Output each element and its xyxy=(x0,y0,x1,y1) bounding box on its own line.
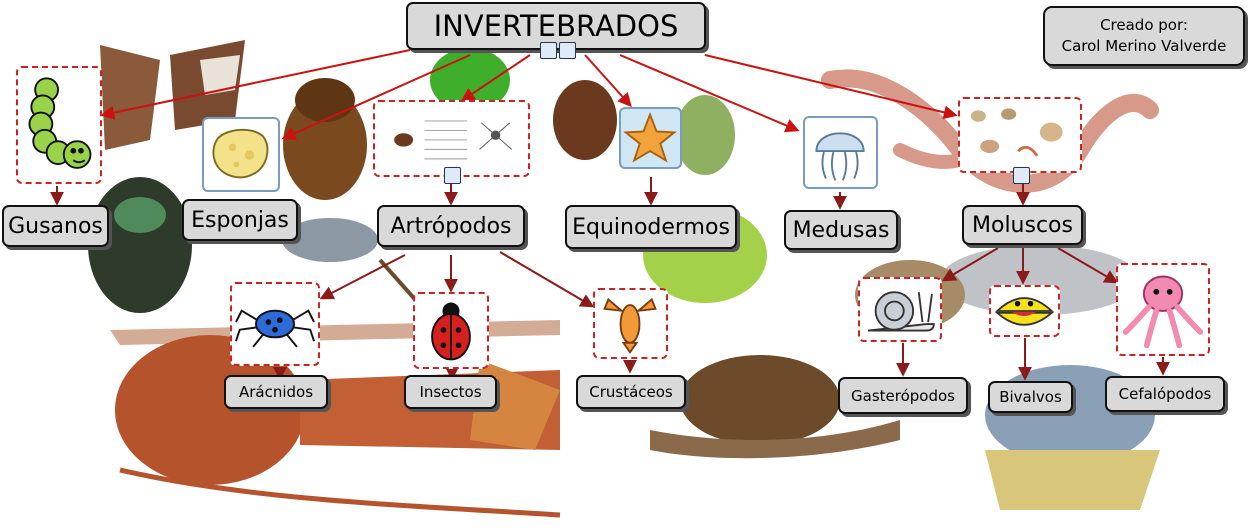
lobster-picture[interactable] xyxy=(593,288,668,359)
ladybug-picture[interactable] xyxy=(413,292,489,369)
butterfly-image xyxy=(100,40,245,150)
starfish-icon xyxy=(623,112,677,163)
title-attachment-icons[interactable] xyxy=(540,42,576,59)
insectos-node: Insectos xyxy=(404,375,497,409)
jellyfish-icon xyxy=(815,132,865,181)
brown-beetle-image xyxy=(553,80,617,160)
worm-picture[interactable] xyxy=(16,66,102,184)
gusanos-node: Gusanos xyxy=(2,205,109,247)
sponge-icon xyxy=(212,128,269,179)
equinodermos-node: Equinodermos xyxy=(565,205,737,249)
rhino-beetle-image xyxy=(283,78,367,200)
bivalvos-node: Bivalvos xyxy=(988,381,1073,413)
worm-icon xyxy=(28,77,92,169)
mollusc-attachment-icons[interactable] xyxy=(1013,167,1030,184)
spider-picture[interactable] xyxy=(230,282,320,366)
credit-box: Creado por: Carol Merino Valverde xyxy=(1043,6,1245,66)
octopus-picture[interactable] xyxy=(1116,263,1210,356)
clam-picture[interactable] xyxy=(989,285,1060,337)
esponjas-node: Esponjas xyxy=(182,199,298,241)
aracnidos-node: Arácnidos xyxy=(224,375,328,409)
crustaceos-node: Crustáceos xyxy=(576,375,686,409)
credit-line-1: Creado por: xyxy=(1100,16,1188,34)
image-attachment-icon[interactable] xyxy=(540,42,557,59)
starfish-picture[interactable] xyxy=(619,107,682,169)
diagram-icon xyxy=(394,120,513,160)
snail-photo-image xyxy=(650,355,900,459)
arthropod-attachment-icons[interactable] xyxy=(444,167,461,184)
medusas-node: Medusas xyxy=(784,210,898,250)
jellyfish-picture[interactable] xyxy=(803,116,878,189)
clam-icon xyxy=(994,297,1055,326)
moluscos-node: Moluscos xyxy=(962,205,1083,245)
arthropod-diagram-picture[interactable] xyxy=(373,100,530,177)
green-bug-image xyxy=(675,95,735,175)
title-node: INVERTEBRADOS xyxy=(406,2,706,50)
gasteropodos-node: Gasterópodos xyxy=(838,377,968,414)
octopus-icon xyxy=(1122,275,1204,349)
image-attachment-icon[interactable] xyxy=(1013,167,1030,184)
image-attachment-icon[interactable] xyxy=(444,167,461,184)
spider-icon xyxy=(235,309,315,348)
snail-icon xyxy=(867,291,935,332)
note-attachment-icon[interactable] xyxy=(559,42,576,59)
lobster-icon xyxy=(603,297,657,354)
sponge-picture[interactable] xyxy=(202,117,280,192)
earthworm-image xyxy=(821,69,1159,193)
ladybug-icon xyxy=(431,302,471,361)
mollusc-chart-icon xyxy=(970,108,1063,157)
artropodos-node: Artrópodos xyxy=(377,205,525,247)
credit-line-2: Carol Merino Valverde xyxy=(1061,37,1227,55)
snail-picture[interactable] xyxy=(858,277,942,342)
cefalopodos-node: Cefalópodos xyxy=(1105,376,1225,412)
stink-bug-image xyxy=(88,177,192,313)
mollusc-chart-picture[interactable] xyxy=(958,97,1082,173)
